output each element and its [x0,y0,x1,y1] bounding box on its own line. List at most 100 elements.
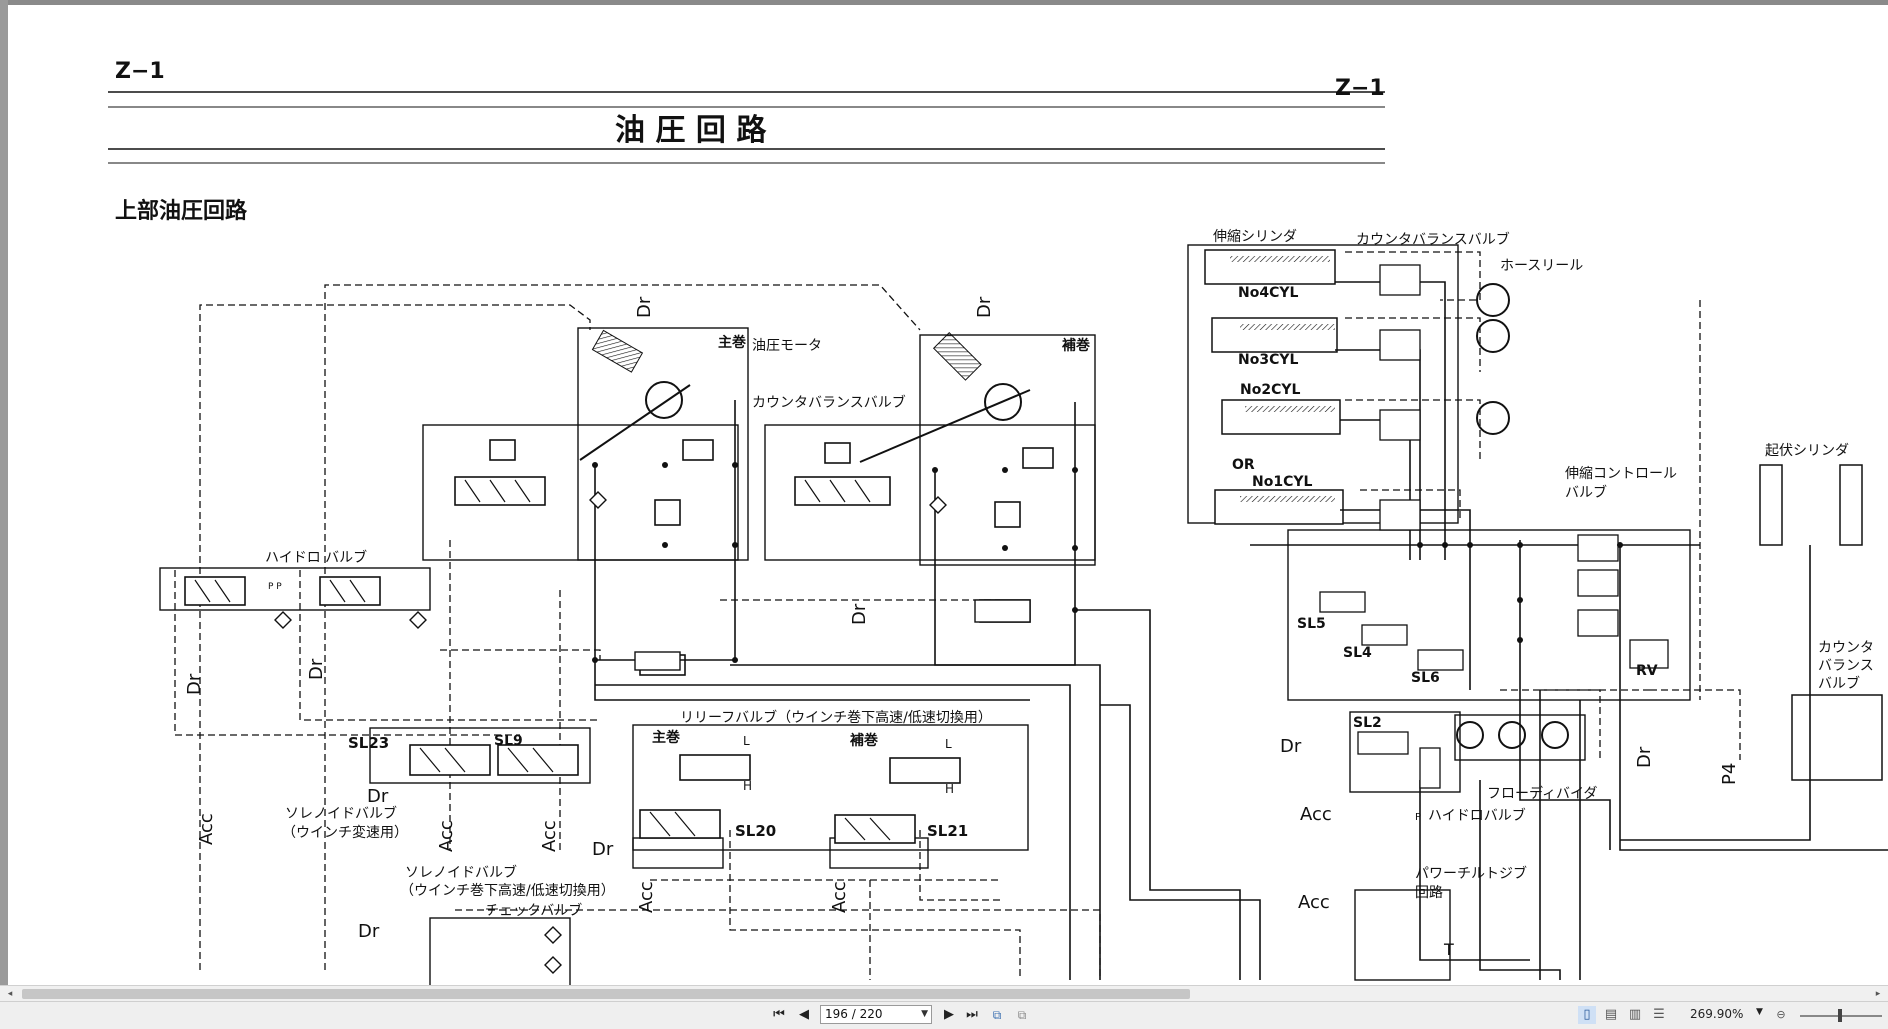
label-p4: P4 [1719,763,1740,785]
label-rv: RV [1636,663,1658,679]
navigation-toolbar: ⏮ ◀ 196 / 220 ▼ ▶ ⏭ ⧉ ⧉ ▯ ▤ ▥ ☰ 269.90% … [0,1001,1888,1029]
label-derrick-cylinder: 起伏シリンダ [1765,443,1849,459]
label-dr-vert-1: Dr [634,296,655,318]
label-sl9: SL9 [494,733,523,749]
label-h-2: H [945,782,954,796]
label-dr-vert-5: Dr [306,658,327,680]
page-number-select[interactable]: 196 / 220 ▼ [820,1005,932,1024]
label-l-1: L [743,734,750,748]
label-dr-right-1: Dr [1280,736,1302,757]
label-solenoid-1a: ソレノイドバルブ [285,805,397,822]
scroll-left-arrow-icon[interactable]: ◂ [7,989,13,999]
label-power-tilt-jib-2: 回路 [1415,885,1443,901]
page-left-margin [0,0,8,985]
right-pilot-lines [1345,251,1741,760]
label-sl21: SL21 [927,822,968,840]
label-no3cyl: No3CYL [1238,352,1298,368]
copy-page-icon[interactable]: ⧉ [992,1008,1002,1022]
paste-page-icon[interactable]: ⧉ [1017,1008,1027,1022]
label-l-2: L [945,737,952,751]
label-p: P [1415,812,1421,823]
label-acc-3: Acc [539,820,560,852]
label-flow-divider: フローディバイダ [1487,785,1597,802]
pilot-lines [174,284,1101,980]
label-counterbalance-valve-1: カウンタバランスバルブ [752,394,906,411]
page-title: 油 圧 回 路 [615,113,767,148]
label-no1cyl: No1CYL [1252,474,1312,490]
label-dr-right-vert: Dr [1634,746,1655,768]
label-solenoid-2a: ソレノイドバルブ [405,864,517,881]
label-acc-right-2: Acc [1298,892,1330,913]
brake-cylinders [591,329,982,381]
label-dr-vert-3: Dr [849,603,870,625]
scroll-right-arrow-icon[interactable]: ▸ [1875,989,1881,999]
check-valves [274,491,1031,974]
continuous-view-icon[interactable]: ▤ [1604,1007,1618,1022]
label-relief-aux: 補巻 [849,732,878,749]
label-power-tilt-jib-1: パワーチルトジブ [1415,865,1527,882]
label-relief-valve: リリーフバルブ（ウインチ巻下高速/低速切換用） [680,709,992,726]
label-counterbalance-right-1: カウンタ [1818,640,1874,656]
label-dr-3: Dr [358,921,380,942]
label-solenoid-2b: （ウインチ巻下高速/低速切換用） [400,882,615,899]
right-junction-dots [1417,542,1623,643]
label-sl23: SL23 [348,734,389,752]
two-page-view-icon[interactable]: ▥ [1628,1007,1642,1022]
label-dr-1: Dr [367,786,389,807]
label-acc-2: Acc [436,820,457,852]
horizontal-scrollbar-thumb[interactable] [22,989,1190,999]
label-telescopic-control-2: バルブ [1565,484,1607,501]
label-or: OR [1232,457,1255,473]
label-no4cyl: No4CYL [1238,285,1298,301]
zoom-dropdown-icon[interactable]: ▼ [1756,1007,1763,1017]
label-hydro-valve-2: ハイドロバルブ [1428,807,1526,824]
telescopic-cylinders [1204,249,1883,781]
directional-valves [184,439,1054,844]
page-indicator-text: 196 / 220 [825,1007,883,1021]
zoom-slider-handle[interactable] [1838,1009,1842,1022]
cylinder-rods [1230,256,1335,502]
label-check-valve: チェックバルブ [485,902,582,919]
label-hose-reel: ホースリール [1500,258,1583,274]
label-dr-2: Dr [592,839,614,860]
label-h-1: H [743,779,752,793]
first-page-icon[interactable]: ⏮ [773,1007,785,1022]
previous-page-icon[interactable]: ◀ [799,1007,809,1022]
junction-dots [592,462,1078,663]
label-counterbalance-right-2: バランス [1818,658,1874,674]
label-hydro-valve: ハイドロ バルブ [265,549,367,566]
next-page-icon[interactable]: ▶ [944,1007,954,1022]
hydraulic-motors [579,381,1031,463]
label-telescopic-cylinder: 伸縮シリンダ [1213,229,1297,245]
single-page-view-icon[interactable]: ▯ [1578,1006,1596,1024]
label-sl2: SL2 [1353,715,1382,731]
label-acc-1: Acc [196,813,217,845]
label-pp: P P [268,582,282,592]
label-dr-vert-4: Dr [184,673,205,695]
label-counterbalance-valve-2: カウンタバランスバルブ [1356,231,1510,248]
horizontal-scrollbar[interactable]: ◂ ▸ [0,985,1888,1002]
hydraulic-circuit-diagram: Z−1 Z−1 油 圧 回 路 上部油圧回路 [108,59,1888,985]
label-counterbalance-right-3: バルブ [1818,675,1860,692]
label-solenoid-1b: （ウインチ変速用） [282,824,408,841]
two-page-continuous-view-icon[interactable]: ☰ [1653,1007,1665,1022]
zoom-out-icon[interactable]: ⊖ [1776,1008,1786,1021]
label-main-winch: 主巻 [718,334,746,351]
label-acc-right-1: Acc [1300,804,1332,825]
hoist-motor-boxes [159,327,1096,985]
page-code-right: Z−1 [1335,76,1385,101]
label-aux-winch: 補巻 [1061,337,1090,354]
valve-internals [194,479,891,841]
label-hydraulic-motor: 油圧モータ [752,338,822,354]
last-page-icon[interactable]: ⏭ [966,1007,978,1022]
label-dr-vert-2: Dr [974,296,995,318]
label-telescopic-control-1: 伸縮コントロール [1565,466,1677,482]
label-relief-main: 主巻 [652,729,680,746]
hose-reels [1456,283,1569,749]
page-code-left: Z−1 [115,59,165,84]
zoom-level[interactable]: 269.90% [1690,1007,1744,1021]
label-sl5: SL5 [1297,616,1326,632]
label-sl4: SL4 [1343,645,1372,661]
section-heading: 上部油圧回路 [115,198,248,224]
